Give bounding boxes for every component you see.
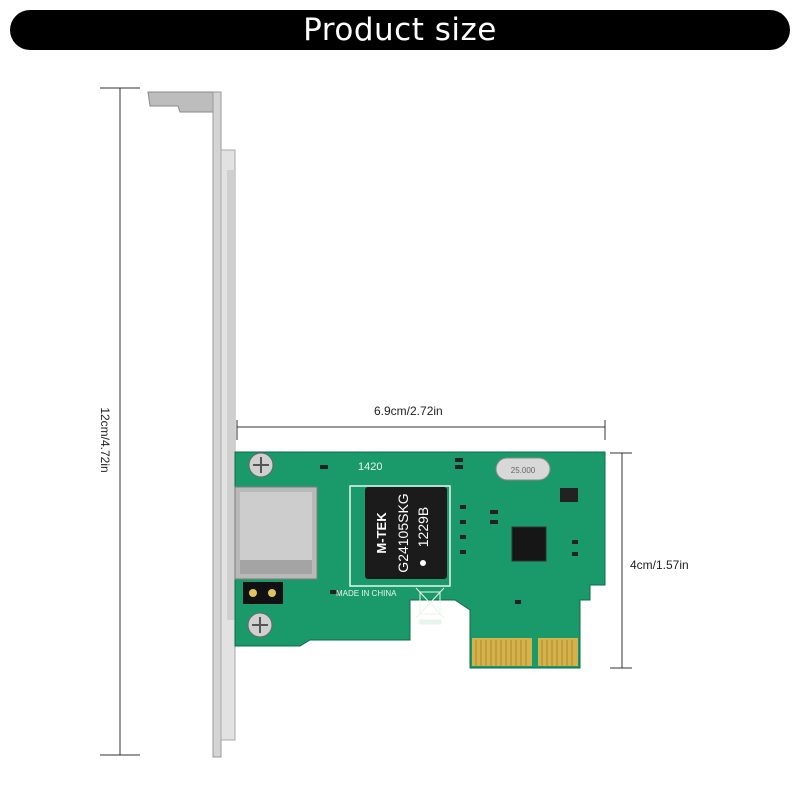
controller-chip	[511, 526, 547, 562]
chip-brand: M-TEK	[374, 512, 389, 554]
chip-batch: 1229B	[415, 507, 431, 547]
title-banner: Product size	[10, 10, 790, 50]
date-code: 1420	[358, 461, 382, 473]
screw-icon	[247, 612, 273, 638]
smd-components	[320, 458, 578, 604]
width-dimension-label: 6.9cm/2.72in	[374, 404, 443, 418]
ethernet-port	[234, 486, 318, 580]
origin-label: MADE IN CHINA	[336, 589, 397, 598]
gold-fingers	[472, 638, 578, 666]
height-dimension-line	[100, 87, 140, 756]
pcb-height-dimension-line	[610, 452, 632, 669]
crystal-oscillator: 25.000	[495, 457, 551, 481]
chip-dot	[420, 560, 426, 566]
screw-icon	[248, 452, 274, 478]
weee-bin-icon	[415, 587, 445, 625]
page-title: Product size	[303, 12, 497, 48]
width-dimension-line	[236, 420, 606, 440]
magnetics-chip	[365, 487, 447, 579]
pcb-height-dimension-label: 4cm/1.57in	[630, 558, 689, 572]
magnetics-chip-frame	[349, 485, 451, 587]
led-header	[243, 582, 283, 604]
chip-model: G24105SKG	[395, 493, 411, 572]
height-dimension-label: 12cm/4.72in	[98, 407, 112, 473]
metal-bracket	[147, 91, 236, 758]
crystal-frequency: 25.000	[511, 466, 536, 475]
